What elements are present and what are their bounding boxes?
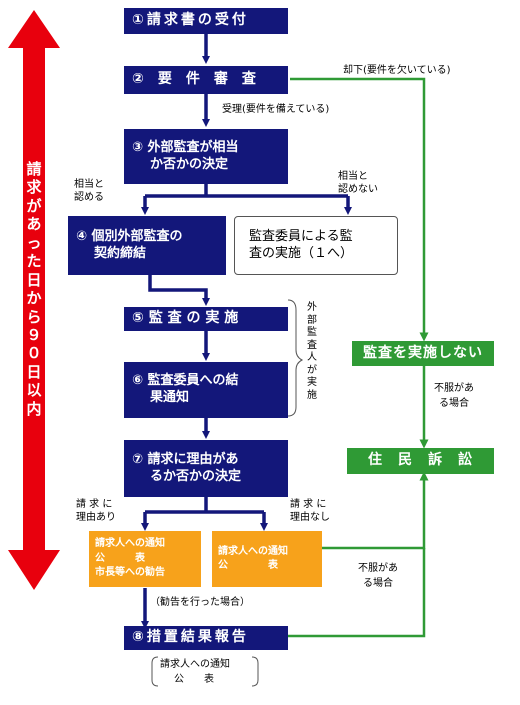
footer-bracket-left <box>151 656 159 687</box>
footer-line2: 公 表 <box>174 674 214 685</box>
step-7-line1: ⑦ 請求に理由があ <box>132 451 239 467</box>
step-3-line2: か否かの決定 <box>150 156 229 172</box>
step-8-result-report: ⑧措置結果報告 <box>124 626 288 650</box>
period-label: 請求があった日から９０日以内 <box>26 160 42 418</box>
step-4-line2: 契約締結 <box>94 245 147 261</box>
step-3-line1: ③ 外部監査が相当 <box>132 139 239 155</box>
orange-left-line3: 市長等への勧告 <box>95 567 165 579</box>
accepted-label: 受理(要件を備えている) <box>222 104 330 115</box>
period-arrow <box>8 10 60 590</box>
orange-right-line1: 請求人への通知 <box>218 545 288 557</box>
result-without-reason: 請求人への通知 公 表 <box>212 531 322 587</box>
no-audit-box: 監査を実施しない <box>352 341 494 366</box>
external-auditor-label: 外部監査人が実施 <box>307 302 317 401</box>
objection-label-2: 不服がある場合 <box>358 563 398 589</box>
deny-line2: 認めない <box>338 184 378 195</box>
auditor-bracket <box>287 299 304 417</box>
reason-no-label: 請 求 に 理由なし <box>290 498 330 524</box>
deny-label: 相当と 認めない <box>338 170 378 196</box>
step-2-label: ② 要 件 審 査 <box>132 71 256 88</box>
approve-label: 相当と 認める <box>74 178 104 204</box>
step-8-label: ⑧措置結果報告 <box>132 629 249 646</box>
orange-right-line2: 公 表 <box>218 560 278 571</box>
rejected-label: 却下(要件を欠いている) <box>343 65 451 76</box>
deny-line1: 相当と <box>338 171 368 182</box>
reason-yes-line2: 理由あり <box>76 512 116 523</box>
reason-yes-line1: 請 求 に <box>76 499 113 510</box>
result-with-reason: 請求人への通知 公 表 市長等への勧告 <box>89 531 201 587</box>
step-7-reason-decision: ⑦ 請求に理由があ るか否かの決定 <box>124 440 288 497</box>
arrow-reject <box>290 77 429 342</box>
reason-yes-label: 請 求 に 理由あり <box>76 498 116 524</box>
approve-line2: 認める <box>74 192 104 203</box>
step-1-label: ①請求書の受付 <box>132 12 249 29</box>
footer-bracket-right <box>251 656 259 687</box>
resident-lawsuit-box: 住 民 訴 訟 <box>347 448 494 474</box>
alt-box-line2: 査の実施（１へ） <box>249 245 354 261</box>
objection-label-1: 不服がある場合 <box>434 383 474 409</box>
step-1-request-receipt: ①請求書の受付 <box>124 8 288 34</box>
arrow-orange-lawsuit <box>322 471 429 550</box>
step-3-external-audit-decision: ③ 外部監査が相当 か否かの決定 <box>124 129 288 184</box>
step-2-requirement-review: ② 要 件 審 査 <box>124 66 288 94</box>
step-6-line1: ⑥ 監査委員への結 <box>132 373 239 389</box>
orange-left-line1: 請求人への通知 <box>95 538 165 550</box>
step-5-audit: ⑤ 監 査 の 実 施 <box>124 307 288 331</box>
reason-no-line1: 請 求 に <box>290 499 327 510</box>
lawsuit-label: 住 民 訴 訟 <box>368 452 473 469</box>
step-4-line1: ④ 個別外部監査の <box>76 228 183 244</box>
arrow-4-5 <box>148 275 210 306</box>
step-6-notify-committee: ⑥ 監査委員への結 果通知 <box>124 362 288 418</box>
no-audit-label: 監査を実施しない <box>363 344 483 361</box>
step-4-contract: ④ 個別外部監査の 契約締結 <box>68 216 226 275</box>
arrow-report-lawsuit <box>288 548 426 638</box>
step-6-line2: 果通知 <box>150 390 190 405</box>
reason-no-line2: 理由なし <box>290 512 330 523</box>
step-7-line2: るか否かの決定 <box>150 468 242 484</box>
approve-line1: 相当と <box>74 179 104 190</box>
alt-committee-audit: 監査委員による監 査の実施（１へ） <box>234 216 398 275</box>
alt-box-line1: 監査委員による監 <box>249 228 353 244</box>
step-5-label: ⑤ 監 査 の 実 施 <box>132 310 239 327</box>
if-advised-label: （勧告を行った場合） <box>150 597 250 608</box>
orange-left-line2: 公 表 <box>95 552 145 564</box>
footer-label: 請求人への通知 公 表 <box>160 657 230 687</box>
footer-line1: 請求人への通知 <box>160 659 230 670</box>
